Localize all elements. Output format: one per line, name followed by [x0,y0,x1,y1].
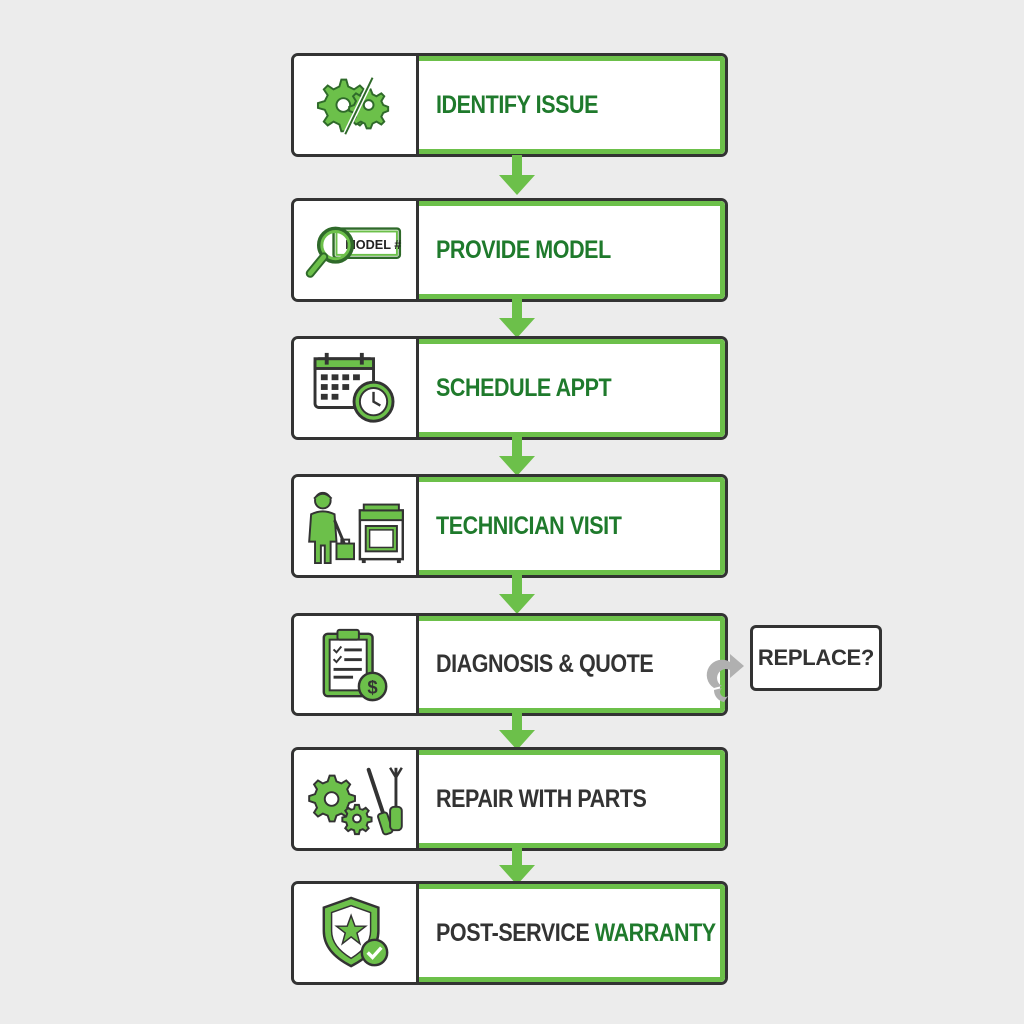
loop-arrows-icon [706,654,744,702]
step-label: PROVIDE MODEL [436,235,611,264]
svg-text:$: $ [367,676,378,697]
step-post-service-warranty: POST-SERVICE WARRANTY [291,881,728,985]
gears-tools-icon [294,750,419,848]
step-label: IDENTIFY ISSUE [436,90,599,119]
gears-wrench-icon [294,56,419,154]
magnifier-model-icon: MODEL # [294,201,419,299]
replace-label: REPLACE? [753,628,879,688]
technician-stove-icon [294,477,419,575]
step-technician-visit: TECHNICIAN VISIT [291,474,728,578]
step-schedule-appt: SCHEDULE APPT [291,336,728,440]
replace-option-box: REPLACE? [750,625,882,691]
step-label-part1: POST-SERVICE [436,918,590,947]
step-identify-issue: IDENTIFY ISSUE [291,53,728,157]
step-label: POST-SERVICE WARRANTY [436,884,716,982]
shield-star-check-icon [294,884,419,982]
step-provide-model: MODEL # PROVIDE MODEL [291,198,728,302]
down-arrow-icon [499,155,535,195]
step-diagnosis-quote: $ DIAGNOSIS & QUOTE [291,613,728,716]
clipboard-dollar-icon: $ [294,616,419,713]
down-arrow-icon [499,710,535,750]
model-number-text: MODEL # [345,238,401,252]
down-arrow-icon [499,574,535,614]
step-label: SCHEDULE APPT [436,373,612,402]
down-arrow-icon [499,436,535,476]
step-repair-with-parts: REPAIR WITH PARTS [291,747,728,851]
step-label: TECHNICIAN VISIT [436,511,622,540]
step-label: DIAGNOSIS & QUOTE [436,650,654,678]
step-label: REPAIR WITH PARTS [436,784,647,813]
step-label-part2: WARRANTY [594,918,716,947]
down-arrow-icon [499,298,535,338]
down-arrow-icon [499,845,535,885]
calendar-clock-icon [294,339,419,437]
